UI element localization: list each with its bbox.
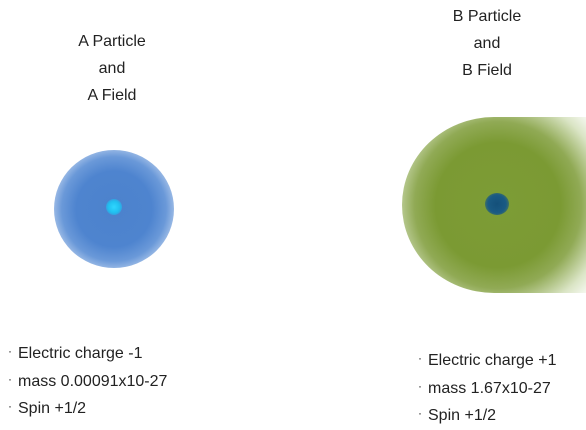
- particle-a-title-line: A Field: [87, 87, 137, 104]
- property-item: Electric charge +1: [418, 346, 557, 374]
- property-item: Spin +1/2: [418, 401, 557, 429]
- particle-b-title-line: and: [473, 35, 501, 52]
- particle-a-title: A Particle and A Field: [50, 28, 174, 109]
- particle-a-properties: Electric charge -1 mass 0.00091x10-27 Sp…: [8, 339, 167, 422]
- property-item: mass 0.00091x10-27: [8, 367, 167, 395]
- property-item: Electric charge -1: [8, 339, 167, 367]
- b-particle-core: [485, 193, 509, 215]
- particle-b-properties: Electric charge +1 mass 1.67x10-27 Spin …: [418, 346, 557, 429]
- particle-b-title-line: B Particle: [452, 8, 522, 25]
- particle-b-title-line: B Field: [462, 62, 512, 79]
- a-particle-core: [106, 199, 122, 215]
- particle-a-title-line: A Particle: [78, 33, 146, 50]
- property-item: Spin +1/2: [8, 394, 167, 422]
- property-item: mass 1.67x10-27: [418, 374, 557, 402]
- particle-a-title-line: and: [98, 60, 126, 77]
- particle-b-title: B Particle and B Field: [425, 3, 549, 84]
